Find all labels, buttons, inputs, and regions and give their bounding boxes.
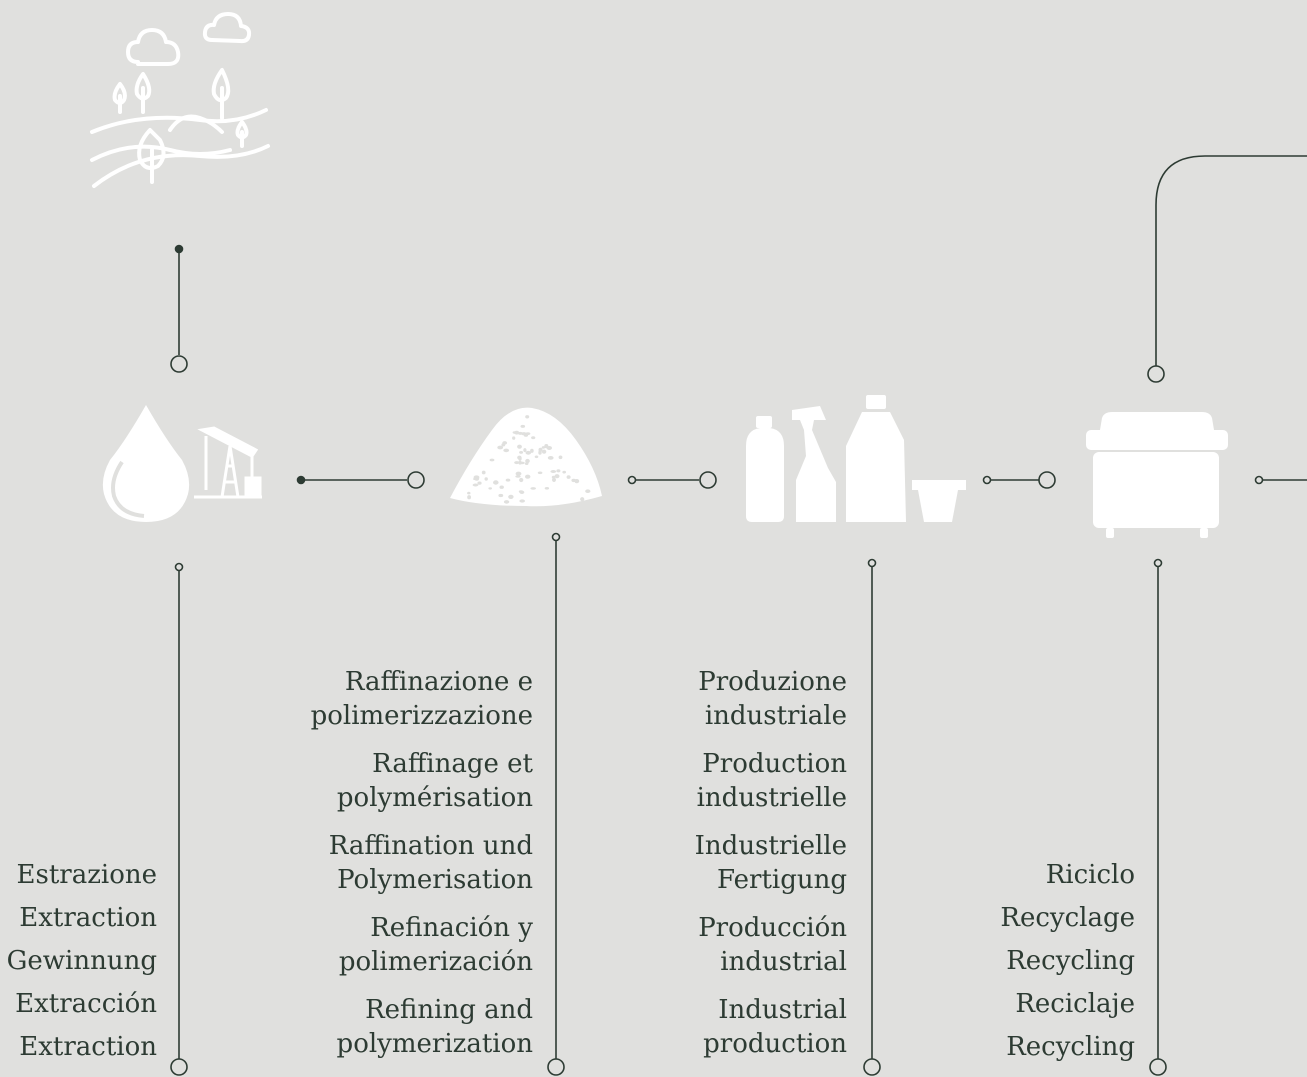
connector-node bbox=[1149, 1058, 1167, 1076]
label-recycling: Riciclo Recyclage Recycling Reciclaje Re… bbox=[1000, 858, 1135, 1064]
label-line: polimerización bbox=[338, 947, 533, 977]
label-line: Recycling bbox=[1006, 946, 1135, 976]
label-line: Reciclaje bbox=[1015, 989, 1135, 1019]
connector-dot bbox=[627, 475, 637, 485]
connector-node bbox=[1147, 365, 1165, 383]
connector-dot bbox=[982, 475, 992, 485]
label-line: Fertigung bbox=[717, 865, 847, 895]
bottles-icon bbox=[746, 395, 966, 522]
label-line: polimerizzazione bbox=[310, 701, 533, 731]
connector-dot bbox=[1153, 558, 1163, 568]
label-line: Refinación y bbox=[370, 913, 533, 943]
label-line: Produzione bbox=[698, 667, 847, 697]
label-line: Riciclo bbox=[1045, 860, 1135, 890]
label-refining: Raffinazione e polimerizzazione Raffinag… bbox=[311, 665, 533, 1061]
connector-dot bbox=[174, 244, 184, 254]
landscape-icon bbox=[90, 12, 270, 188]
label-line: Industrial bbox=[718, 995, 847, 1025]
label-line: Extracción bbox=[15, 989, 157, 1019]
label-line: industrielle bbox=[696, 783, 847, 813]
label-line: production bbox=[703, 1029, 847, 1059]
label-line: Recyclage bbox=[1000, 903, 1135, 933]
connector-dot bbox=[296, 475, 306, 485]
connector-dot bbox=[867, 558, 877, 568]
label-line: Refining and bbox=[365, 995, 533, 1025]
label-line: Gewinnung bbox=[6, 946, 157, 976]
label-line: Recycling bbox=[1006, 1032, 1135, 1062]
label-line: Production bbox=[702, 749, 847, 779]
label-line: Estrazione bbox=[16, 860, 158, 890]
label-line: industriale bbox=[704, 701, 847, 731]
oil-pump-icon bbox=[194, 426, 262, 499]
connector-dot bbox=[1254, 475, 1264, 485]
connector-dot bbox=[551, 532, 561, 542]
connector-node bbox=[1038, 471, 1056, 489]
connector-node bbox=[863, 1058, 881, 1076]
label-production: Produzione industriale Production indust… bbox=[695, 665, 847, 1061]
oil-drop-icon bbox=[102, 405, 190, 522]
label-line: industrial bbox=[720, 947, 847, 977]
polymer-granules-icon bbox=[450, 407, 602, 507]
label-line: Producción bbox=[698, 913, 847, 943]
connector-node bbox=[170, 1058, 188, 1076]
label-line: polymerization bbox=[336, 1029, 533, 1059]
label-line: polymérisation bbox=[336, 783, 533, 813]
label-line: Raffinazione e bbox=[344, 667, 533, 697]
connector-node bbox=[407, 471, 425, 489]
label-line: Raffinage et bbox=[372, 749, 533, 779]
connector-node bbox=[547, 1058, 565, 1076]
label-line: Raffination und bbox=[328, 831, 533, 861]
connector-node bbox=[699, 471, 717, 489]
bin-icon bbox=[1086, 412, 1228, 538]
label-line: Extraction bbox=[19, 903, 157, 933]
connector-loop-back bbox=[1155, 155, 1307, 366]
label-extraction: Estrazione Extraction Gewinnung Extracci… bbox=[7, 858, 157, 1064]
label-line: Extraction bbox=[19, 1032, 157, 1062]
connector-dot bbox=[174, 562, 184, 572]
label-line: Industrielle bbox=[694, 831, 847, 861]
connector-node bbox=[170, 355, 188, 373]
label-line: Polymerisation bbox=[337, 865, 533, 895]
